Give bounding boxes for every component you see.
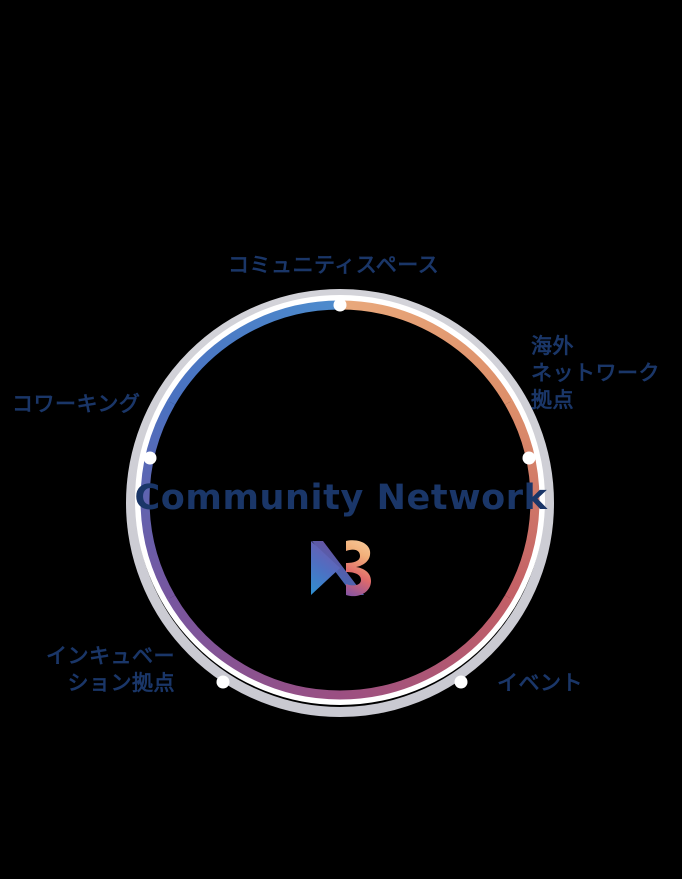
node-dot-event[interactable] <box>454 675 468 689</box>
label-event: イベント <box>497 671 583 695</box>
colored-progress-ring <box>140 300 540 700</box>
logo-icon <box>311 540 371 597</box>
label-overseas-network: 海外 ネットワーク 拠点 <box>531 334 660 412</box>
label-coworking: コワーキング <box>12 392 141 416</box>
outer-gray-ring <box>126 289 554 717</box>
node-dot-community-space[interactable] <box>333 298 347 312</box>
page-title: Community Network <box>134 478 548 518</box>
node-dot-incubation-base[interactable] <box>216 675 230 689</box>
label-incubation-base: インキュベー ション拠点 <box>46 644 175 695</box>
x3-community-logo <box>306 537 376 599</box>
node-dot-coworking[interactable] <box>143 451 157 465</box>
node-dots <box>143 298 536 689</box>
node-dot-overseas-network[interactable] <box>522 451 536 465</box>
label-community-space: コミュニティスペース <box>228 253 440 277</box>
